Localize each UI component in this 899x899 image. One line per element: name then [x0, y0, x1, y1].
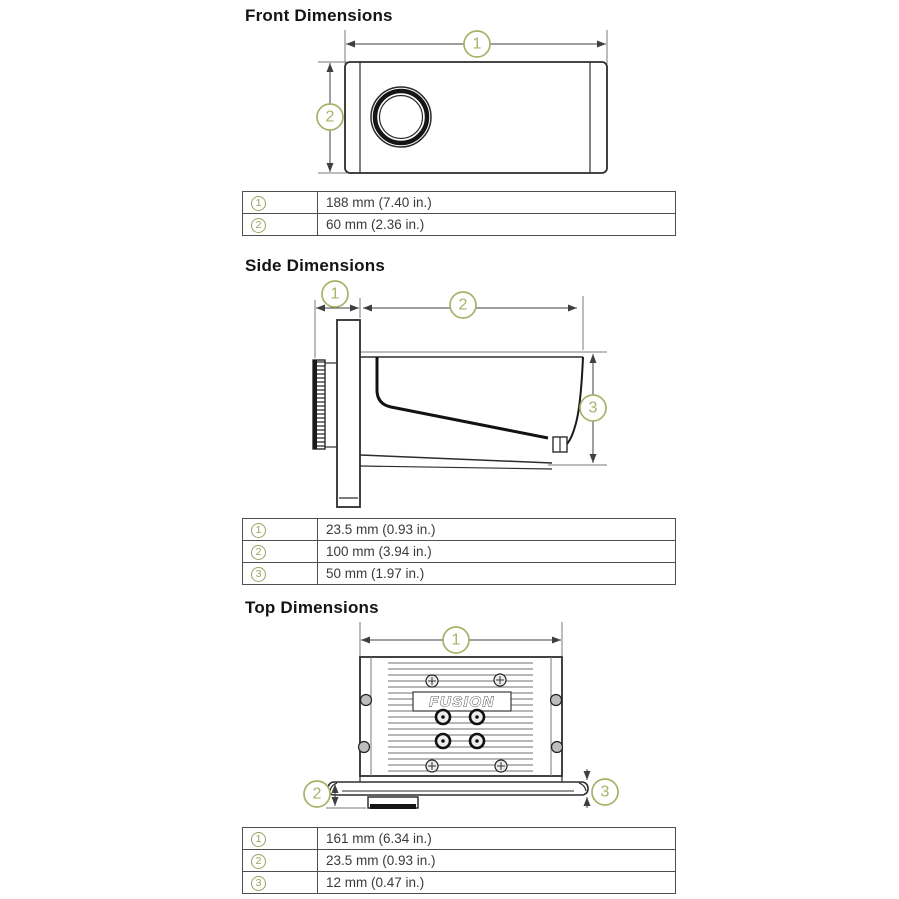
svg-text:1: 1 [473, 36, 482, 53]
dimension-value-cell: 188 mm (7.40 in.) [317, 191, 676, 214]
bottom-connector [367, 796, 419, 809]
table-row: 2 100 mm (3.94 in.) [242, 540, 676, 563]
svg-text:2: 2 [459, 297, 468, 314]
chassis-wedge-profile [375, 357, 549, 440]
callout-2: 2 [449, 291, 477, 319]
fusion-logo-text: FUSION [429, 694, 495, 711]
hex-bolts [434, 708, 486, 750]
dimension-ref-cell: 2 [242, 213, 318, 236]
dimension-ref-cell: 2 [242, 849, 318, 872]
table-row: 1 23.5 mm (0.93 in.) [242, 518, 676, 541]
top-dimensions-table: 1 161 mm (6.34 in.) 2 23.5 mm (0.93 in.)… [242, 827, 676, 894]
heatsink-fins [388, 661, 533, 773]
table-row: 1 188 mm (7.40 in.) [242, 191, 676, 214]
table-row: 3 12 mm (0.47 in.) [242, 871, 676, 894]
svg-text:1: 1 [331, 286, 340, 303]
callout-3: 3 [591, 778, 619, 806]
dimension-ref-cell: 1 [242, 827, 318, 850]
dimension-value-cell: 60 mm (2.36 in.) [317, 213, 676, 236]
dimension-value-cell: 23.5 mm (0.93 in.) [317, 849, 676, 872]
dimension-value-cell: 100 mm (3.94 in.) [317, 540, 676, 563]
dimension-ref-cell: 3 [242, 871, 318, 894]
callout-1: 1 [463, 30, 491, 58]
front-dimensions-table: 1 188 mm (7.40 in.) 2 60 mm (2.36 in.) [242, 191, 676, 236]
callout-1: 1 [321, 280, 349, 308]
dimension-ref-cell: 1 [242, 191, 318, 214]
ref-badge: 2 [251, 853, 266, 869]
section-title-front: Front Dimensions [245, 6, 393, 25]
callout-2: 2 [316, 103, 344, 131]
ref-badge: 1 [251, 831, 266, 847]
top-diagram: FUSION 1 2 3 [303, 622, 619, 809]
dimension-ref-cell: 2 [242, 540, 318, 563]
volume-knob-side [312, 359, 337, 450]
table-row: 2 60 mm (2.36 in.) [242, 213, 676, 236]
ref-badge: 2 [251, 544, 266, 560]
faceplate [336, 319, 361, 508]
ref-badge: 3 [251, 875, 266, 891]
section-title-side: Side Dimensions [245, 256, 385, 275]
volume-knob [370, 86, 432, 148]
dimension-ref-cell: 1 [242, 518, 318, 541]
section-title-top: Top Dimensions [245, 598, 379, 617]
svg-text:1: 1 [452, 632, 461, 649]
table-row: 1 161 mm (6.34 in.) [242, 827, 676, 850]
ref-badge: 1 [251, 522, 266, 538]
ref-badge: 3 [251, 566, 266, 582]
dimension-value-cell: 23.5 mm (0.93 in.) [317, 518, 676, 541]
dimension-ref-cell: 3 [242, 562, 318, 585]
phillips-screws [425, 673, 508, 773]
svg-text:3: 3 [589, 400, 598, 417]
mounting-flange [327, 781, 589, 796]
dimension-value-cell: 161 mm (6.34 in.) [317, 827, 676, 850]
corner-screws [357, 693, 564, 754]
side-diagram: 1 2 3 [312, 280, 607, 508]
dimension-value-cell: 50 mm (1.97 in.) [317, 562, 676, 585]
callout-3: 3 [579, 394, 607, 422]
svg-text:2: 2 [326, 109, 335, 126]
chassis-rear-edge [563, 356, 584, 448]
callout-2: 2 [303, 780, 331, 808]
front-diagram: 1 2 [316, 30, 608, 174]
side-dimensions-table: 1 23.5 mm (0.93 in.) 2 100 mm (3.94 in.)… [242, 518, 676, 585]
table-row: 3 50 mm (1.97 in.) [242, 562, 676, 585]
chassis-bottom-plate [359, 465, 553, 470]
fusion-logo: FUSION [412, 691, 512, 712]
dimension-value-cell: 12 mm (0.47 in.) [317, 871, 676, 894]
ref-badge: 1 [251, 195, 266, 211]
chassis-bottom-edge [359, 454, 553, 464]
ref-badge: 2 [251, 217, 266, 233]
callout-1: 1 [442, 626, 470, 654]
svg-text:3: 3 [601, 784, 610, 801]
svg-text:2: 2 [313, 786, 322, 803]
table-row: 2 23.5 mm (0.93 in.) [242, 849, 676, 872]
